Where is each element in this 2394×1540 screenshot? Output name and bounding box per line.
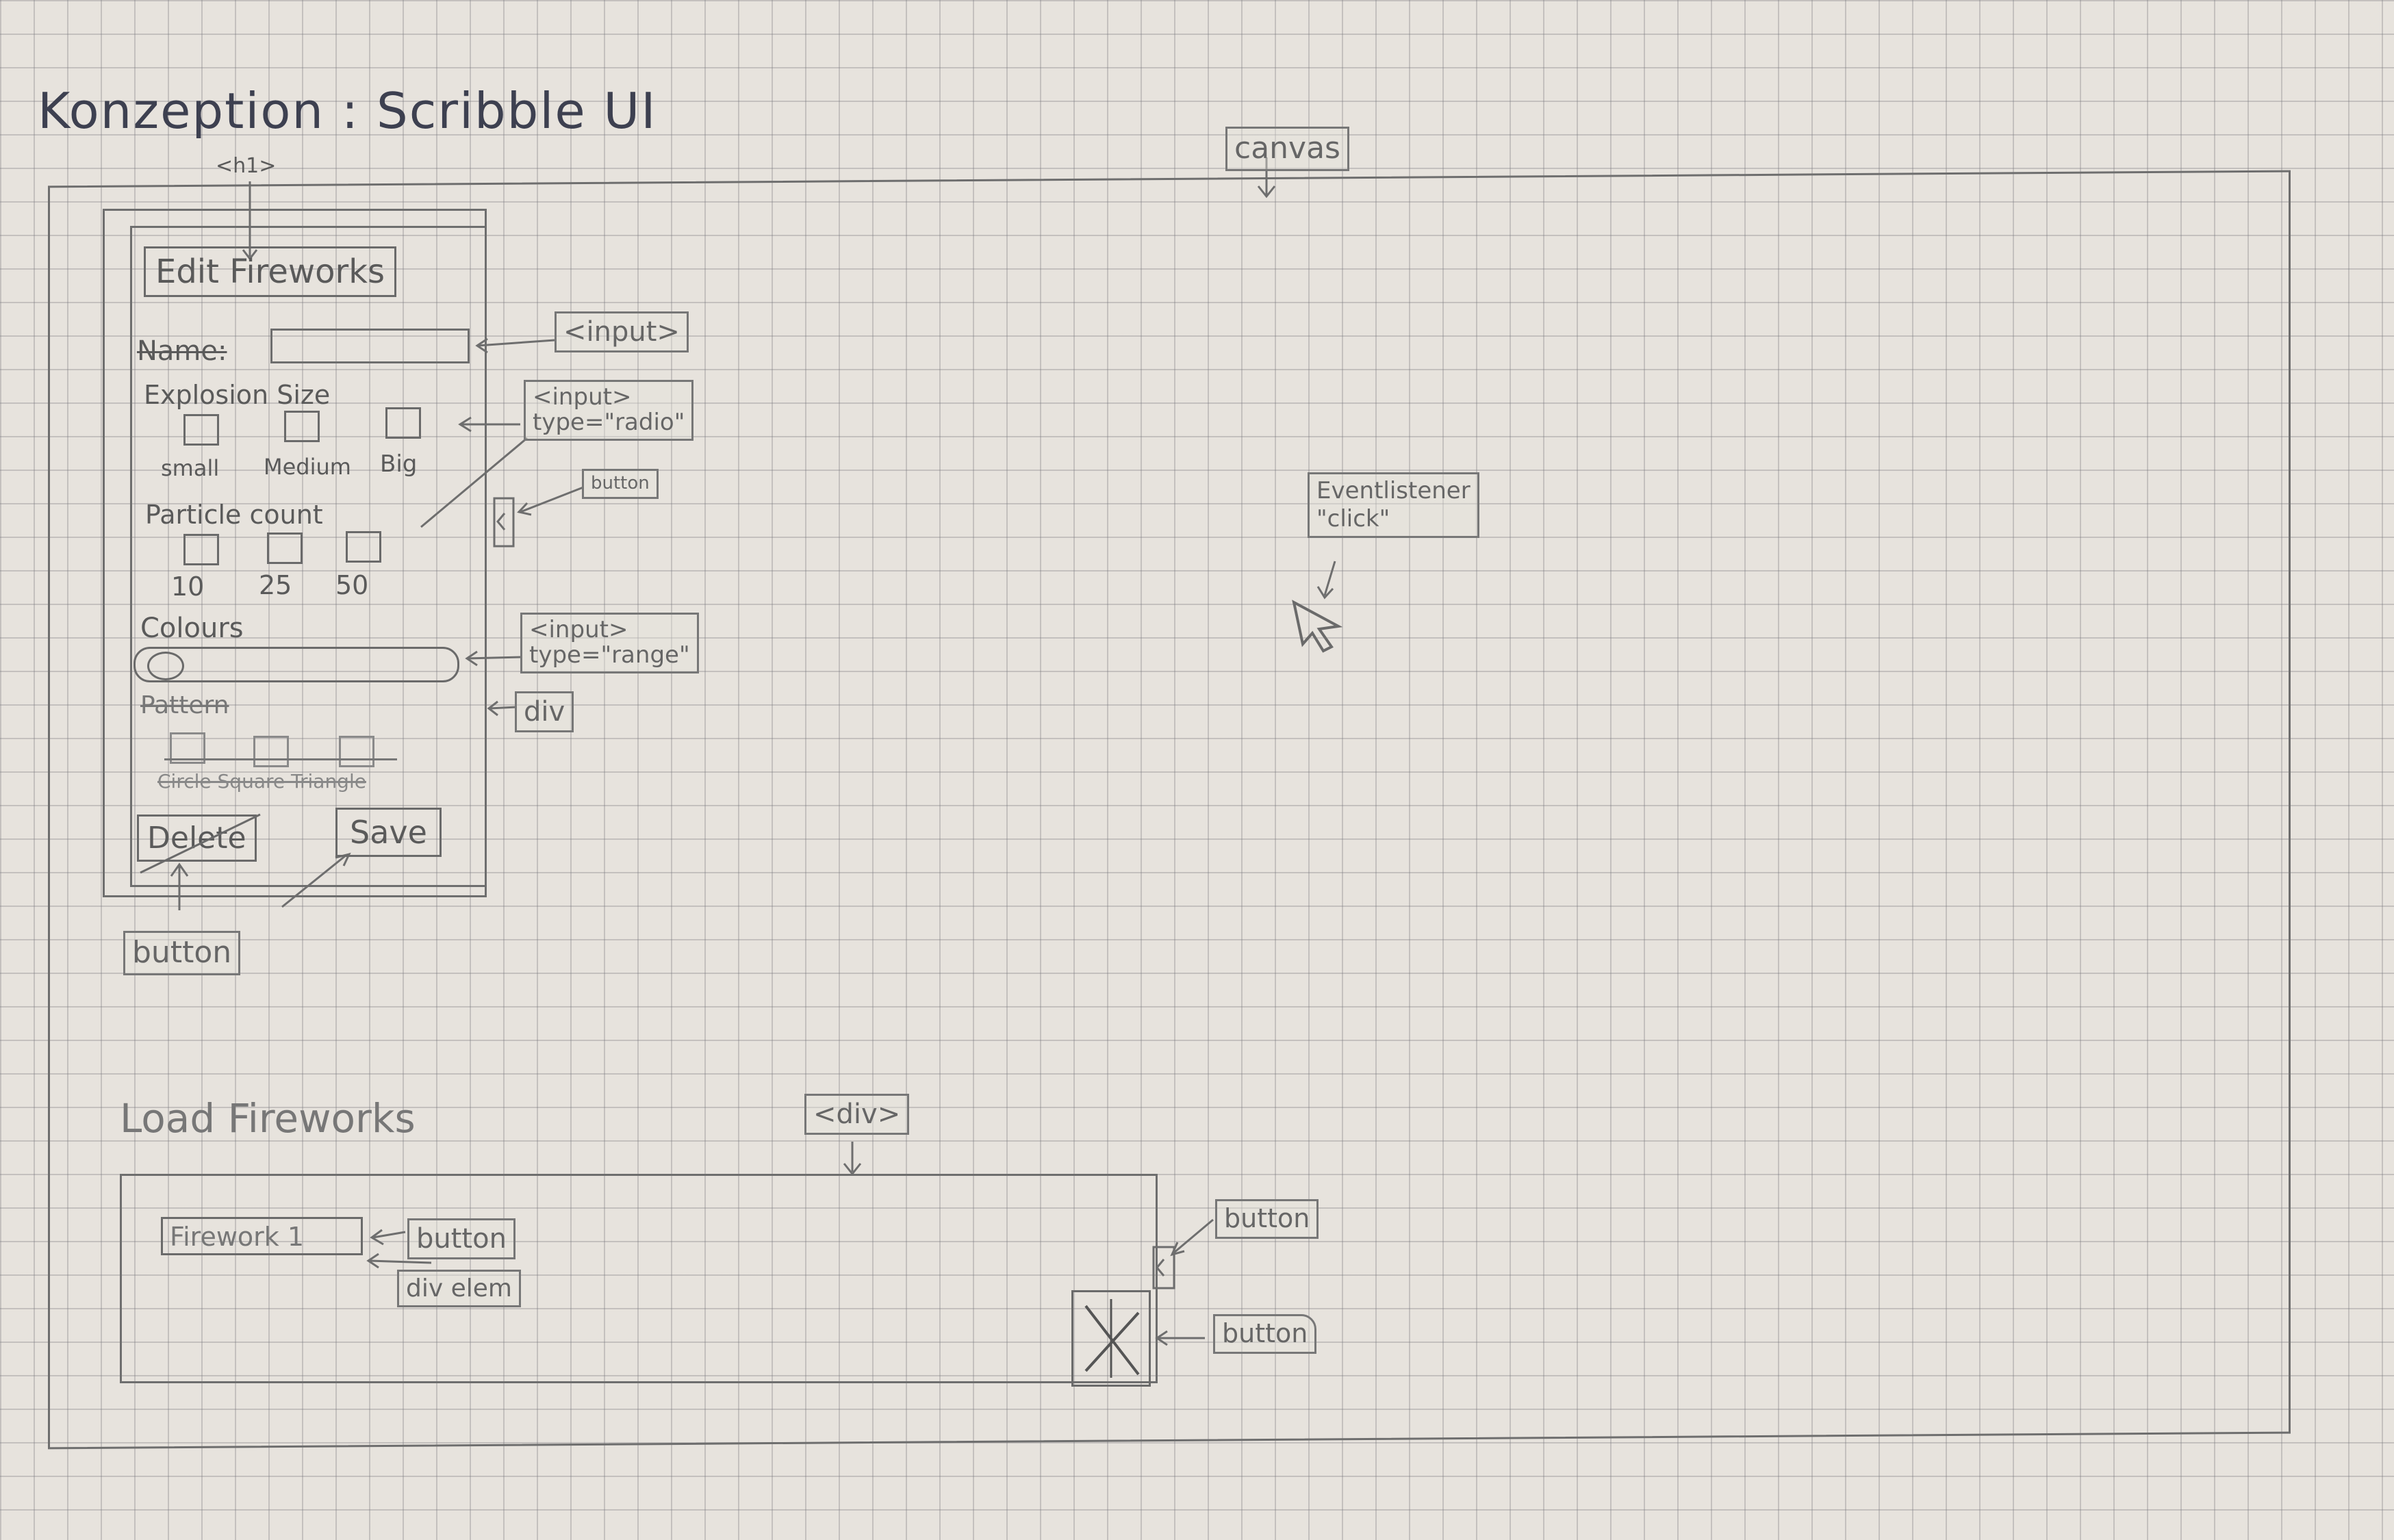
save-button[interactable]: Save <box>335 808 442 857</box>
particle-count-label: Particle count <box>145 500 323 530</box>
particle-option-50: 50 <box>335 570 369 600</box>
particle-option-25: 25 <box>259 570 292 600</box>
editor-heading-text: Edit Fireworks <box>155 253 385 291</box>
firework-list-item[interactable]: Firework 1 <box>161 1217 363 1255</box>
delete-item-button[interactable] <box>1071 1290 1151 1387</box>
pattern-radio-square <box>253 736 289 767</box>
save-button-label: Save <box>350 814 427 851</box>
name-label: Name: <box>137 335 227 367</box>
particle-option-10: 10 <box>171 572 205 602</box>
range-annotation: <input> type="range" <box>520 613 699 673</box>
eventlistener-annotation-text: Eventlistener "click" <box>1316 477 1470 532</box>
explosion-radio-big[interactable] <box>385 407 421 439</box>
pattern-options: Circle Square Triangle <box>157 770 366 793</box>
pattern-strike-line <box>164 758 397 760</box>
canvas-label: canvas <box>1225 127 1349 171</box>
explosion-option-big: Big <box>380 450 418 478</box>
mouse-cursor-icon <box>1292 600 1343 653</box>
button-annotation-small: button <box>582 469 659 499</box>
load-list-container <box>120 1174 1158 1383</box>
button-item-annotation: button <box>407 1218 515 1259</box>
colours-label: Colours <box>140 613 244 644</box>
div-annotation: div <box>515 691 574 732</box>
colour-range-thumb[interactable] <box>147 652 184 680</box>
radio-annotation: <input> type="radio" <box>524 380 694 441</box>
pattern-radio-triangle <box>339 736 374 767</box>
pattern-radio-circle <box>170 732 205 764</box>
button-scroll-annotation: button <box>1215 1199 1319 1239</box>
delete-button-label: Delete <box>147 821 246 856</box>
load-heading: Load Fireworks <box>120 1095 416 1142</box>
edit-panel-inner <box>130 226 487 887</box>
explosion-radio-medium[interactable] <box>284 411 320 442</box>
colour-range-slider[interactable] <box>133 647 459 682</box>
div-tag-annotation: <div> <box>804 1094 910 1135</box>
explosion-option-small: small <box>161 455 220 481</box>
button-annotation: button <box>123 931 241 975</box>
radio-annotation-text: <input> type="radio" <box>533 383 685 437</box>
input-annotation: <input> <box>555 311 689 352</box>
particle-radio-10[interactable] <box>183 534 219 565</box>
editor-heading: Edit Fireworks <box>144 246 397 297</box>
particle-radio-25[interactable] <box>267 532 303 564</box>
page-title: Konzeption : Scribble UI <box>38 82 657 140</box>
x-cross-icon <box>1084 1299 1140 1378</box>
pattern-label: Pattern <box>140 691 229 719</box>
firework-item-label: Firework 1 <box>170 1222 305 1252</box>
delete-strike-icon <box>140 813 261 874</box>
particle-radio-50[interactable] <box>346 531 381 563</box>
range-annotation-text: <input> type="range" <box>529 616 690 669</box>
div-elem-annotation: div elem <box>397 1270 521 1308</box>
name-input[interactable] <box>270 329 470 363</box>
delete-button[interactable]: Delete <box>137 814 257 862</box>
explosion-option-medium: Medium <box>264 454 351 480</box>
h1-annotation: <h1> <box>216 154 277 178</box>
explosion-size-label: Explosion Size <box>144 380 331 410</box>
explosion-radio-small[interactable] <box>183 414 219 446</box>
button-delete-annotation: button <box>1213 1314 1317 1354</box>
eventlistener-annotation: Eventlistener "click" <box>1308 472 1479 538</box>
